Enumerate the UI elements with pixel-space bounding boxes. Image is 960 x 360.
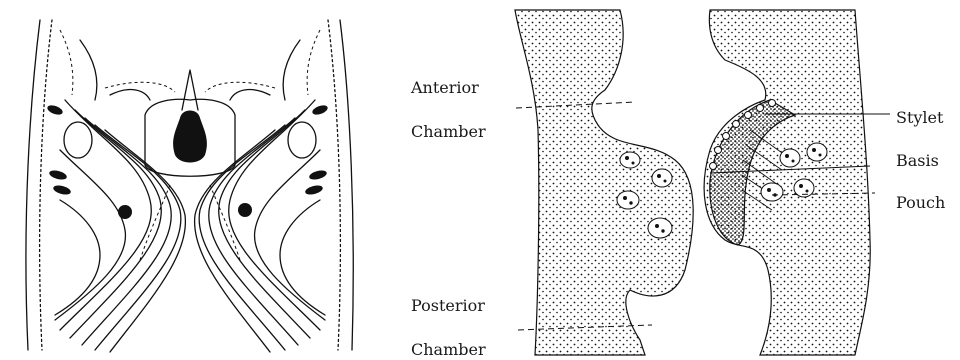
label-anterior-chamber: Chamber [411,124,486,140]
label-anterior: Anterior [411,80,479,96]
label-posterior: Posterior [411,298,485,314]
label-posterior-chamber: Chamber [411,342,486,358]
label-basis: Basis [896,153,939,169]
left-section-illustration [0,0,380,360]
label-pouch: Pouch [896,195,945,211]
right-stippled-illustration [510,0,930,360]
label-stylet: Stylet [896,110,943,126]
